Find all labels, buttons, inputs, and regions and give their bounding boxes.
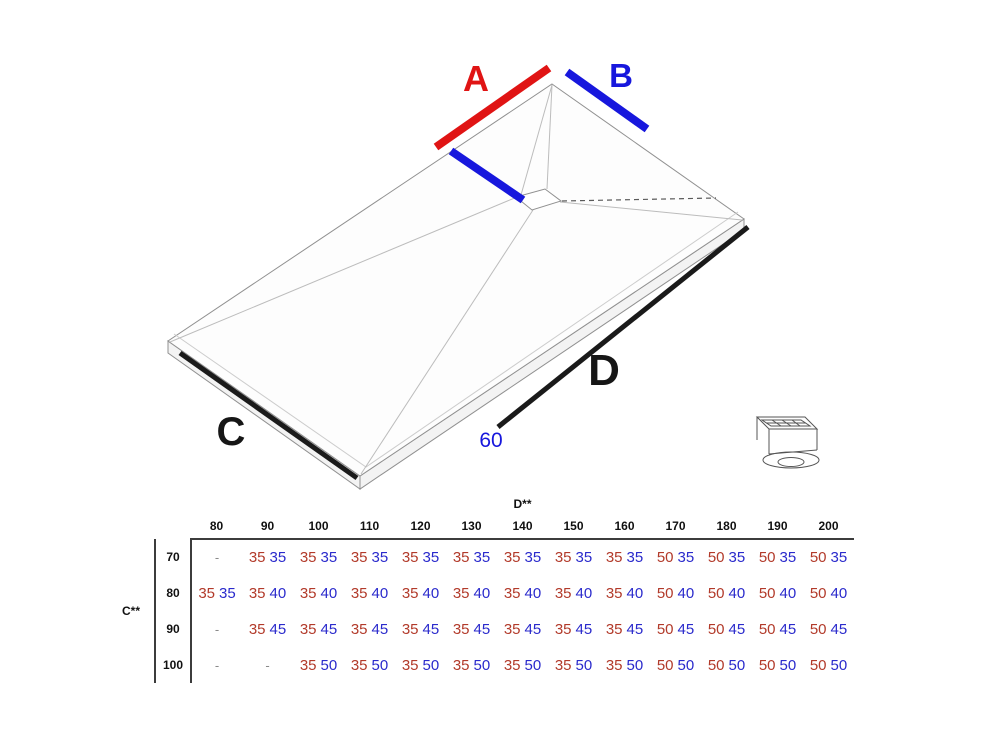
row-header: 90 [154, 611, 192, 647]
dim-d-line [496, 225, 750, 429]
d-axis-label: D** [513, 497, 532, 511]
size-cell: - [214, 657, 220, 673]
col-header: 140 [497, 514, 548, 540]
drain-centerline-dashed [561, 197, 717, 202]
col-header: 110 [344, 514, 395, 540]
axis-row-spacer [108, 494, 191, 514]
dim-c-line [178, 350, 359, 481]
col-header: 130 [446, 514, 497, 540]
col-header: 180 [701, 514, 752, 540]
slope-crease-lines [169, 84, 743, 475]
dim-d-label: D [588, 346, 620, 395]
col-header: 120 [395, 514, 446, 540]
size-cell: - [265, 657, 270, 673]
col-header: 190 [752, 514, 803, 540]
axis-row: D** [108, 494, 854, 514]
tray-diagram: A B C D 60 [167, 57, 820, 490]
size-cell: - [214, 621, 220, 637]
drain-outlet [514, 188, 563, 211]
col-header: 200 [803, 514, 854, 540]
col-header: 170 [650, 514, 701, 540]
dim-a-line [433, 64, 552, 151]
col-header: 80 [191, 514, 242, 540]
row-header: 70 [154, 539, 192, 575]
col-header: 90 [242, 514, 293, 540]
size-cell: - [214, 550, 220, 565]
c-axis-label: C** [121, 604, 140, 618]
dim-60-label: 60 [479, 429, 502, 452]
dim-b-line [564, 68, 650, 133]
col-header: 150 [548, 514, 599, 540]
row-header: 100 [154, 647, 192, 683]
tray-top-face [167, 83, 745, 477]
dim-a-label: A [463, 58, 489, 99]
dim-b-inner-line [448, 147, 526, 204]
row-header: 80 [154, 575, 192, 611]
dim-c-label: C [217, 410, 246, 454]
cols-row-spacer [108, 514, 191, 539]
col-header: 160 [599, 514, 650, 540]
dim-b-label: B [609, 57, 633, 94]
drain-icon [755, 416, 820, 469]
col-header: 100 [293, 514, 344, 540]
